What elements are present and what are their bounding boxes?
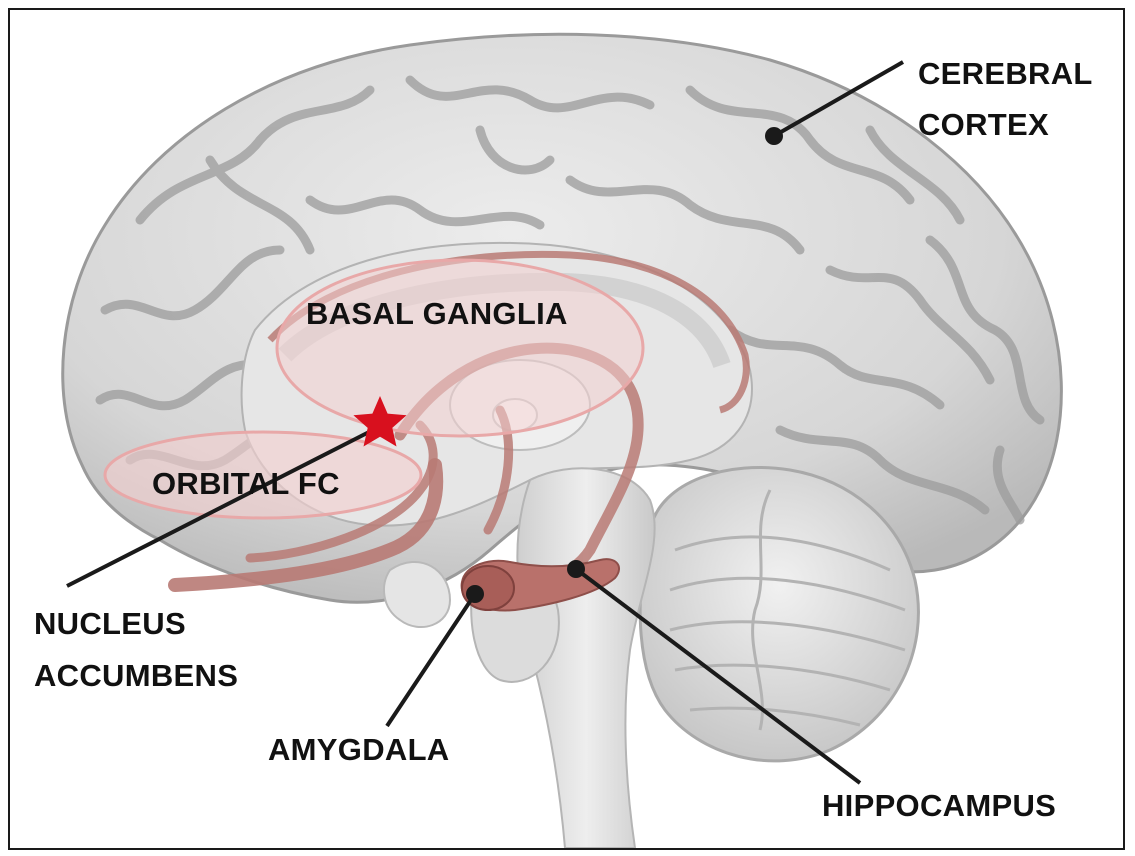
label-basal-ganglia: BASAL GANGLIA (306, 296, 568, 331)
brain-diagram: CEREBRAL CORTEX BASAL GANGLIA ORBITAL FC… (10, 10, 1123, 848)
label-cerebral-cortex-line2: CORTEX (918, 107, 1049, 142)
label-cerebral-cortex-line1: CEREBRAL (918, 56, 1093, 91)
label-amygdala: AMYGDALA (268, 732, 450, 767)
label-nucleus-accumbens-line1: NUCLEUS (34, 606, 186, 641)
label-hippocampus: HIPPOCAMPUS (822, 788, 1056, 823)
figure-frame: CEREBRAL CORTEX BASAL GANGLIA ORBITAL FC… (8, 8, 1125, 850)
basal-ganglia-region (277, 260, 643, 436)
label-nucleus-accumbens-line2: ACCUMBENS (34, 658, 238, 693)
label-orbital-fc: ORBITAL FC (152, 466, 340, 501)
cerebellum (640, 468, 918, 761)
